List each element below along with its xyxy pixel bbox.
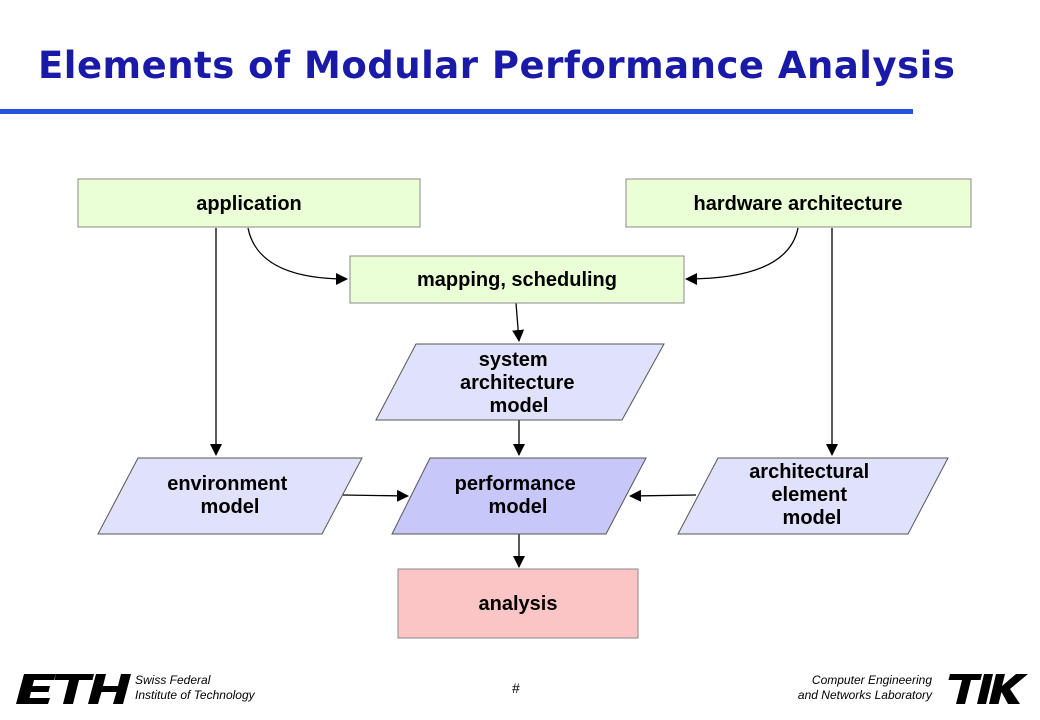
node-mapping-scheduling-label: mapping, scheduling	[417, 269, 617, 291]
performance-model-line-1: performance	[455, 473, 576, 495]
architectural-model-line-1: architectural	[749, 461, 869, 483]
svg-text:performance model: performance model	[455, 473, 582, 518]
footer-right-line-1: Computer Engineering	[811, 673, 932, 687]
system-model-line-1: system	[479, 349, 548, 371]
page-number: #	[512, 680, 520, 696]
tik-logo-icon	[948, 674, 1028, 704]
footer-right-line-2: and Networks Laboratory	[797, 688, 932, 702]
footer-left-line-1: Swiss Federal	[135, 673, 211, 687]
title-underline	[0, 109, 913, 114]
node-environment-model: environment model	[97, 457, 363, 535]
environment-model-line-2: model	[201, 496, 260, 518]
arrow-application-to-mapping	[247, 227, 348, 285]
node-system-architecture-model: system architecture model	[375, 343, 665, 421]
node-mapping-scheduling: mapping, scheduling	[349, 255, 685, 304]
arrow-architectural-to-performance	[629, 489, 697, 502]
arrow-hardware-to-mapping	[685, 227, 799, 285]
environment-model-line-1: environment	[167, 473, 287, 495]
node-application-label: application	[196, 193, 302, 215]
arrow-mapping-to-system	[512, 302, 525, 342]
node-architectural-element-model: architectural element model	[677, 457, 949, 535]
node-hardware-architecture-label: hardware architecture	[694, 193, 903, 215]
node-analysis: analysis	[397, 568, 639, 639]
system-model-line-3: model	[490, 395, 549, 417]
architectural-model-line-2: element	[771, 484, 847, 506]
node-hardware-architecture: hardware architecture	[625, 178, 972, 228]
footer-left-line-2: Institute of Technology	[135, 688, 255, 702]
node-analysis-label: analysis	[479, 593, 558, 615]
performance-model-line-2: model	[489, 496, 548, 518]
architectural-model-line-3: model	[783, 507, 842, 529]
node-performance-model: performance model	[391, 457, 647, 535]
arrow-environment-to-performance	[342, 489, 409, 502]
node-application: application	[77, 178, 421, 228]
svg-text:system architecture: system architecture model	[460, 349, 580, 417]
system-model-line-2: architecture	[460, 372, 575, 394]
svg-text:architectural element: architectural element model	[749, 461, 875, 529]
svg-text:environment model: environment model	[167, 473, 293, 518]
eth-logo-icon	[16, 674, 131, 704]
slide-title: Elements of Modular Performance Analysis	[38, 44, 956, 87]
